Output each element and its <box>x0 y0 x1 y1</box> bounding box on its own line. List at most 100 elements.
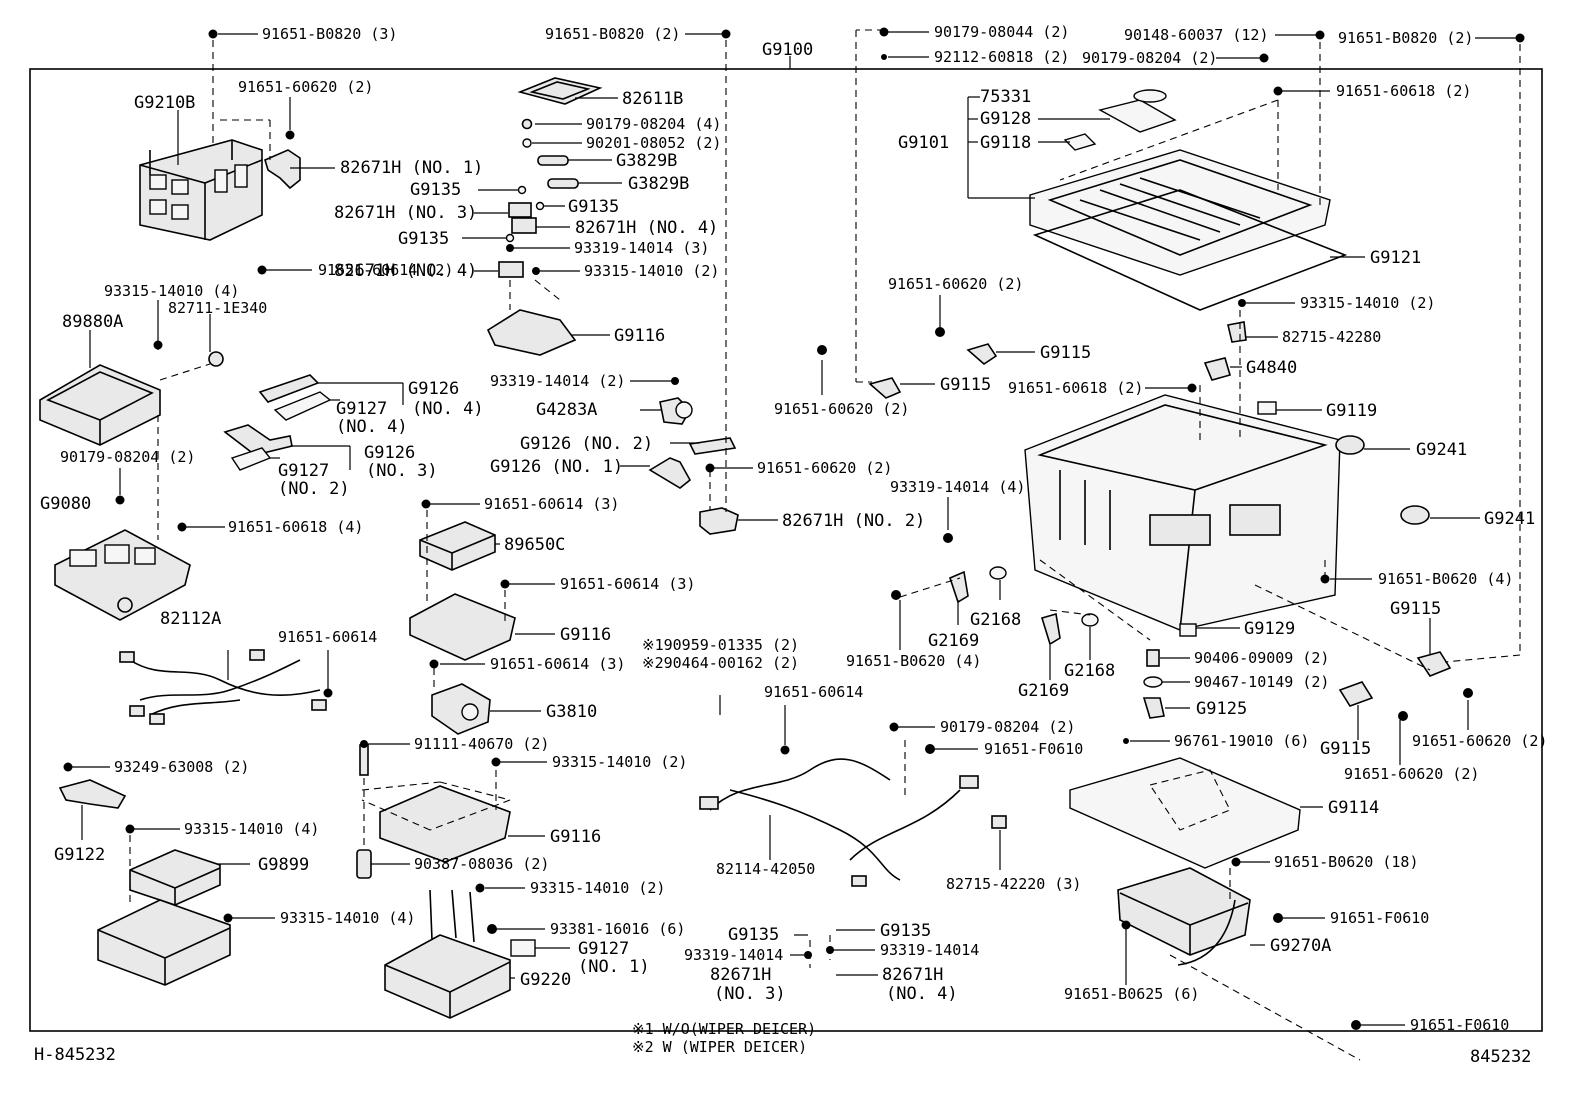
part-label: G9220 <box>520 970 571 990</box>
g9115-d-drawing <box>1338 681 1374 707</box>
part-label: 90387-08036 (2) <box>414 855 549 873</box>
part-label: (NO. 4) <box>886 984 958 1004</box>
part-label: G3829B <box>616 151 677 171</box>
part-label: G9126 <box>408 379 459 399</box>
part-illustrations <box>39 77 1452 1019</box>
part-label: 93381-16016 (6) <box>550 920 685 938</box>
g9270a-drawing <box>1117 867 1251 966</box>
part-label: (NO. 4) <box>336 417 408 437</box>
part-label: 90179-08204 (4) <box>586 115 721 133</box>
part-label: 82114-42050 <box>716 860 815 878</box>
part-label: G9135 <box>410 180 461 200</box>
part-label: 91651-60620 (2) <box>1344 765 1479 783</box>
ecu-89880a-drawing <box>39 364 161 446</box>
g9899-drawing <box>129 849 221 906</box>
footnote-1: ※1 W/O(WIPER DEICER) <box>632 1020 816 1038</box>
g2168-b-drawing <box>1081 613 1099 627</box>
drawing-code-right: 845232 <box>1470 1047 1531 1067</box>
part-label: G9116 <box>560 625 611 645</box>
base-g9116-low-drawing <box>379 785 511 863</box>
g9122-drawing <box>58 779 127 809</box>
nut-drawing <box>521 118 533 130</box>
part-label: 91651-60614 (3) <box>484 495 619 513</box>
part-label: G9115 <box>1320 739 1371 759</box>
part-label: 82671H (NO. 4) <box>575 218 718 238</box>
part-label: 91651-B0625 (6) <box>1064 985 1199 1003</box>
part-label: 91651-60614 (2) <box>318 261 453 279</box>
washer-g9135-1-drawing <box>517 185 527 195</box>
part-label: G9116 <box>614 326 665 346</box>
g9115-a-drawing <box>966 343 998 366</box>
part-label: G9129 <box>1244 619 1295 639</box>
part-label: 93319-14014 <box>880 941 979 959</box>
footnote-2: ※2 W (WIPER DEICER) <box>632 1038 807 1056</box>
dashed-assembly-lines <box>129 29 1521 1061</box>
bracket-no2-drawing <box>699 507 739 535</box>
part-label: G9135 <box>568 197 619 217</box>
g9119-drawing <box>1257 401 1277 415</box>
g9241-2-drawing <box>1400 505 1430 525</box>
leader-lines <box>72 31 1520 1026</box>
part-label: 92112-60818 (2) <box>934 48 1069 66</box>
part-label: 91651-B0820 (3) <box>262 25 397 43</box>
part-label: G3829B <box>628 174 689 194</box>
part-label: 96761-19010 (6) <box>1174 732 1309 750</box>
cover-g9101-drawing <box>1029 149 1331 276</box>
part-label: 93319-14014 (4) <box>890 478 1025 496</box>
part-label: 82671H (NO. 3) <box>334 203 477 223</box>
harness-82112a-drawing <box>119 649 327 725</box>
part-label: G9241 <box>1416 440 1467 460</box>
part-label: ※290464-00162 (2) <box>642 654 799 672</box>
part-label: 82715-42280 <box>1282 328 1381 346</box>
g9118-drawing <box>1063 133 1097 151</box>
part-label: ※190959-01335 (2) <box>642 636 799 654</box>
case-main-drawing <box>1024 394 1341 631</box>
plug-90406-drawing <box>1146 649 1160 667</box>
part-label: 82112A <box>160 609 221 629</box>
part-label: 91651-F0610 <box>1410 1016 1509 1034</box>
part-label: G9210B <box>134 93 195 113</box>
part-label: 90179-08044 (2) <box>934 23 1069 41</box>
board-g9080-drawing <box>54 529 191 621</box>
g9128-drawing <box>1098 99 1177 133</box>
g4283a-drawing <box>659 397 693 425</box>
part-label: G9126 (NO. 1) <box>490 457 623 477</box>
part-label: 90467-10149 (2) <box>1194 673 1329 691</box>
g9129-drawing <box>1179 623 1197 637</box>
plate-g9114-drawing <box>1069 757 1301 869</box>
part-label: G9135 <box>880 921 931 941</box>
fastener-dots <box>63 27 1525 1030</box>
part-label: G9100 <box>762 40 813 60</box>
spacer-90387-drawing <box>356 849 372 879</box>
part-label: G9080 <box>40 494 91 514</box>
part-label: 91651-60618 (4) <box>228 518 363 536</box>
part-label: G2168 <box>1064 661 1115 681</box>
clamp-drawing <box>208 351 224 367</box>
harness-82114-drawing <box>699 758 1007 887</box>
pad-g9127-no2-drawing <box>230 447 272 471</box>
box-bottom-left-drawing <box>97 899 231 986</box>
g2169-b-drawing <box>1040 612 1061 646</box>
part-label: 90179-08204 (2) <box>60 448 195 466</box>
strip-g9126-no1-drawing <box>648 457 692 489</box>
diagram-frame <box>29 68 1543 1032</box>
part-label: (NO. 4) <box>412 399 484 419</box>
part-label: G9115 <box>940 375 991 395</box>
gasket-g9121-drawing <box>1032 189 1348 311</box>
part-label: 82611B <box>622 89 683 109</box>
part-label: 89880A <box>62 312 123 332</box>
part-label: 93319-14014 <box>684 946 783 964</box>
part-label: 91651-B0820 (2) <box>545 25 680 43</box>
part-label: 82671H <box>710 965 771 985</box>
part-label: G9270A <box>1270 936 1331 956</box>
part-label: 82711-1E340 <box>168 299 267 317</box>
part-label: (NO. 3) <box>366 461 438 481</box>
part-label: G9118 <box>980 133 1031 153</box>
part-label: 82715-42220 (3) <box>946 875 1081 893</box>
part-label: G3810 <box>546 702 597 722</box>
g9115-c-drawing <box>1416 651 1452 677</box>
part-label: G2169 <box>928 631 979 651</box>
part-label: 93315-14010 (2) <box>530 879 665 897</box>
g2169-a-drawing <box>949 570 969 604</box>
part-label: 91651-60614 <box>278 628 377 646</box>
